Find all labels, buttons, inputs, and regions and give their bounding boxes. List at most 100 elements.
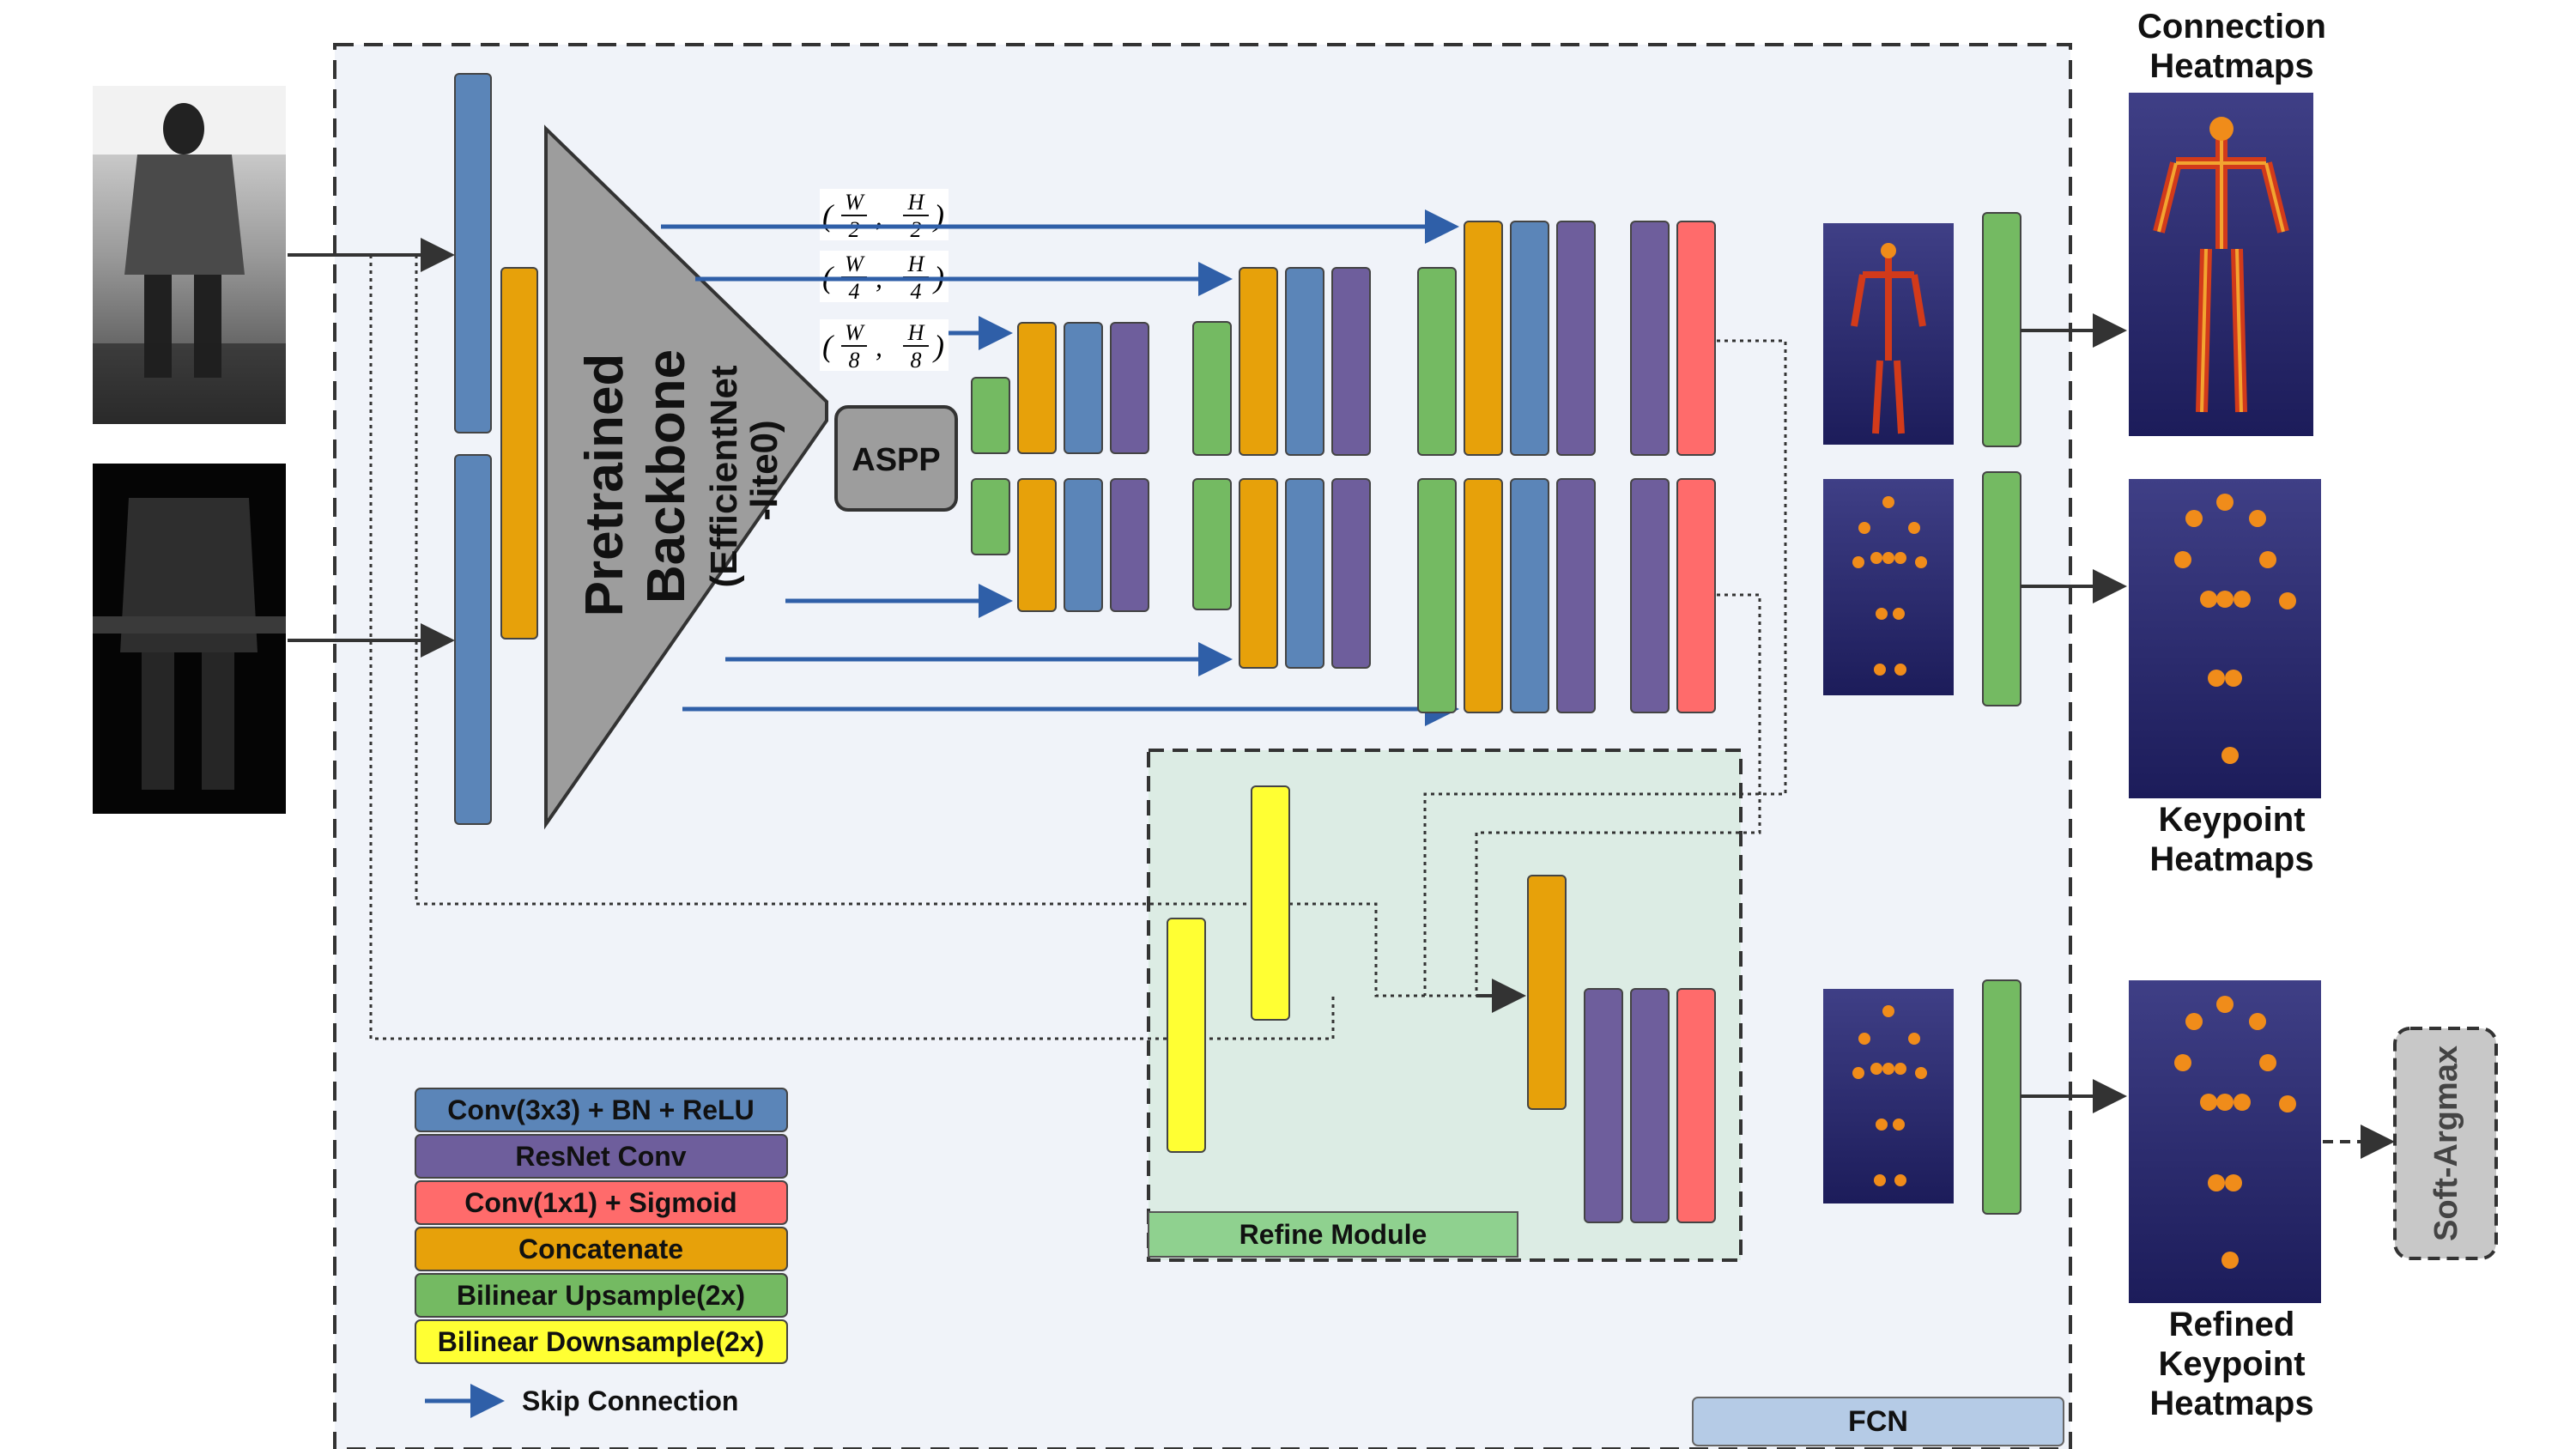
backbone-title: Pretrained [575, 354, 634, 617]
fcn-label: FCN [1848, 1405, 1908, 1438]
input-depth-image [93, 464, 286, 814]
intermediate-connection-heatmap [1823, 223, 1954, 445]
svg-text:H: H [907, 320, 925, 345]
lower-branch-dotted-path [1475, 593, 1761, 996]
refined-heatmaps-title-1: Refined [2169, 1306, 2295, 1343]
keypoint-heatmaps-title-2: Heatmaps [2149, 840, 2313, 878]
resnet-head-top [1630, 221, 1670, 456]
backbone-line3: (EfficientNet [703, 365, 745, 587]
downsample-refine-1 [1167, 918, 1206, 1153]
soft-argmax-label: Soft-Argmax [2428, 1046, 2464, 1241]
legend-skip-label: Skip Connection [522, 1385, 738, 1416]
soft-argmax-block [2393, 1027, 2498, 1260]
scale-label-quarter: ( W 4 , H 4 ) [820, 251, 949, 304]
resnet-head-bottom [1630, 478, 1670, 713]
svg-text:4: 4 [849, 279, 860, 304]
svg-text:2: 2 [911, 217, 922, 242]
intermediate-keypoint-heatmap [1823, 479, 1954, 695]
input-rgb-image [93, 86, 286, 424]
refine-module-label-box [1148, 1211, 1518, 1258]
resnet-s3-bottom [1556, 478, 1596, 713]
concat-s2-top [1239, 267, 1278, 456]
svg-text:H: H [907, 190, 925, 215]
svg-text:(: ( [822, 329, 834, 363]
legend-label-concatenate: Concatenate [518, 1234, 683, 1264]
conv-s3-bottom [1510, 478, 1549, 713]
legend-label-downsample: Bilinear Downsample(2x) [438, 1326, 765, 1357]
concat-s1-bottom [1017, 478, 1057, 612]
conv-s3-top [1510, 221, 1549, 456]
concat-s3-top [1464, 221, 1503, 456]
legend-swatch-conv3x3 [415, 1088, 788, 1132]
legend-swatch-downsample [415, 1319, 788, 1364]
svg-text:,: , [876, 331, 882, 362]
connection-heatmaps-title-2: Heatmaps [2149, 47, 2313, 85]
conv-s1-bottom [1064, 478, 1103, 612]
resnet-s1-bottom [1110, 478, 1149, 612]
aspp-block [834, 405, 958, 512]
refine-module-label: Refine Module [1240, 1219, 1427, 1250]
legend-label-conv3x3: Conv(3x3) + BN + ReLU [447, 1094, 754, 1125]
svg-text:): ) [932, 329, 944, 363]
svg-text:4: 4 [911, 279, 922, 304]
conv-s2-bottom [1285, 478, 1324, 669]
upsample-s2-top [1192, 321, 1232, 456]
legend-swatch-conv1x1 [415, 1180, 788, 1225]
concat-s2-bottom [1239, 478, 1278, 669]
connection-heatmaps-title-1: Connection [2137, 8, 2326, 45]
svg-text:): ) [932, 198, 944, 233]
upsample-s1-top [971, 377, 1010, 454]
resnet-s2-bottom [1331, 478, 1371, 669]
legend-label-upsample: Bilinear Upsample(2x) [457, 1280, 745, 1311]
upsample-s2-bottom [1192, 478, 1232, 610]
legend-swatch-concatenate [415, 1227, 788, 1271]
resnet-s3-top [1556, 221, 1596, 456]
intermediate-refined-heatmap [1823, 989, 1954, 1203]
sigmoid-head-top [1676, 221, 1716, 456]
svg-text:,: , [876, 201, 882, 232]
output-upsample-refined [1982, 979, 2021, 1215]
refined-heatmaps-title-3: Heatmaps [2149, 1385, 2313, 1422]
aspp-label: ASPP [852, 442, 940, 478]
upsample-s3-top [1417, 267, 1457, 456]
sigmoid-head-bottom [1676, 478, 1716, 713]
backbone-line4: -lite0) [743, 420, 785, 520]
pretrained-backbone [544, 124, 828, 830]
resnet-s1-top [1110, 322, 1149, 454]
svg-text:W: W [845, 320, 865, 345]
downsample-refine-2 [1251, 785, 1290, 1021]
legend-swatch-upsample [415, 1273, 788, 1318]
output-upsample-connection [1982, 212, 2021, 447]
keypoint-heatmaps-title-1: Keypoint [2158, 801, 2305, 839]
conv-s1-top [1064, 322, 1103, 454]
svg-text:8: 8 [849, 348, 860, 373]
svg-text:(: ( [822, 198, 834, 233]
resnet-s2-top [1331, 267, 1371, 456]
legend: Conv(3x3) + BN + ReLU ResNet Conv Conv(1… [415, 1088, 788, 1418]
backbone-line2: Backbone [637, 349, 696, 603]
legend-label-conv1x1: Conv(1x1) + Sigmoid [464, 1187, 736, 1218]
legend-swatch-resnet [415, 1134, 788, 1179]
stem-concatenate [500, 267, 538, 640]
sigmoid-refine [1676, 988, 1716, 1223]
scale-label-eighth: ( W 8 , H 8 ) [820, 319, 949, 373]
svg-text:8: 8 [911, 348, 922, 373]
keypoint-heatmap-output [2129, 479, 2321, 798]
svg-text:H: H [907, 252, 925, 276]
refined-keypoint-heatmap-output [2129, 980, 2321, 1303]
stem-conv-rgb [454, 73, 492, 433]
refined-heatmaps-title-2: Keypoint [2158, 1345, 2305, 1383]
fcn-label-box [1692, 1397, 2064, 1446]
resnet-refine-1 [1584, 988, 1623, 1223]
svg-text:W: W [845, 190, 865, 215]
rgb-skip-dotted-path [415, 255, 1524, 997]
legend-label-resnet: ResNet Conv [515, 1141, 686, 1172]
upsample-s1-bottom [971, 478, 1010, 555]
connection-heatmap-output [2129, 93, 2313, 436]
upsample-s3-bottom [1417, 478, 1457, 713]
resnet-refine-2 [1630, 988, 1670, 1223]
output-upsample-keypoint [1982, 471, 2021, 706]
conv-s2-top [1285, 267, 1324, 456]
concat-s3-bottom [1464, 478, 1503, 713]
